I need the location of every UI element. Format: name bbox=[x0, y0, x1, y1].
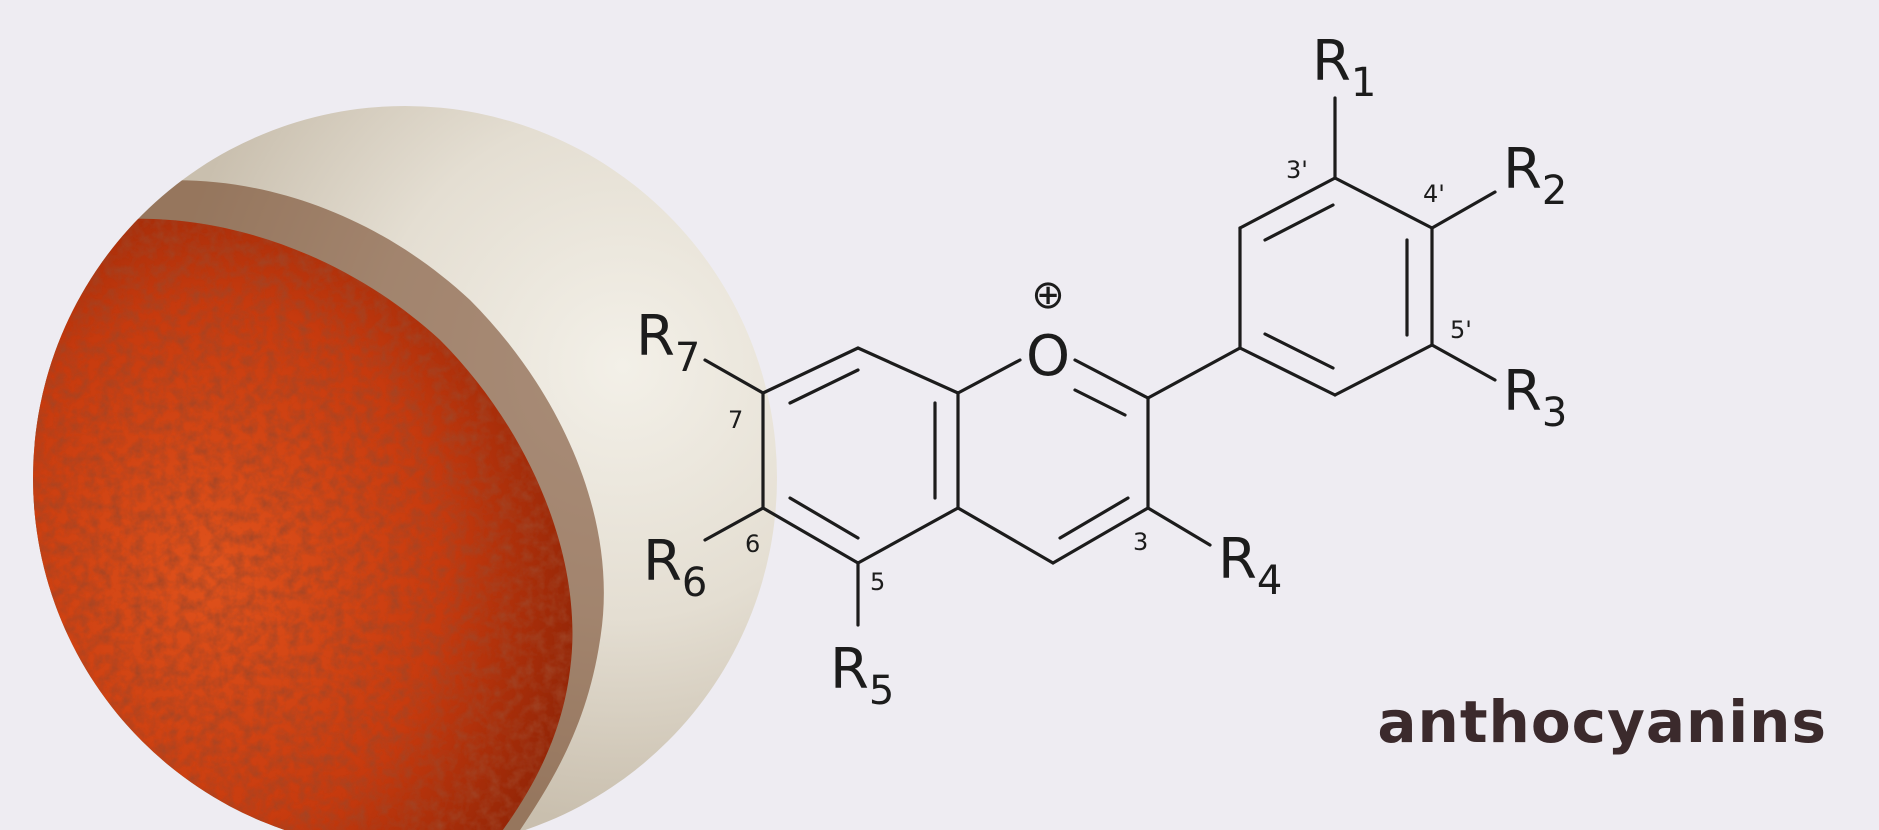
position-3prime: 3' bbox=[1286, 156, 1308, 184]
substituent-r1: R1 bbox=[1312, 29, 1376, 106]
position-6: 6 bbox=[745, 530, 760, 558]
position-3: 3 bbox=[1133, 528, 1148, 556]
substituent-r7: R7 bbox=[636, 304, 700, 381]
position-7: 7 bbox=[728, 406, 743, 434]
molecule-bonds bbox=[703, 96, 1497, 627]
positive-charge-icon: ⊕ bbox=[1031, 272, 1065, 318]
substituent-r5: R5 bbox=[830, 637, 894, 714]
position-5prime: 5' bbox=[1450, 316, 1472, 344]
substituent-r3: R3 bbox=[1503, 359, 1567, 436]
position-5: 5 bbox=[870, 568, 885, 596]
substituent-r6: R6 bbox=[643, 529, 707, 606]
caption-title: anthocyanins bbox=[1377, 688, 1827, 756]
oxygen-atom: O bbox=[1026, 324, 1070, 389]
substituent-r2: R2 bbox=[1503, 137, 1567, 214]
powder-photo bbox=[33, 106, 777, 830]
position-4prime: 4' bbox=[1423, 180, 1445, 208]
substituent-r4: R4 bbox=[1218, 527, 1282, 604]
